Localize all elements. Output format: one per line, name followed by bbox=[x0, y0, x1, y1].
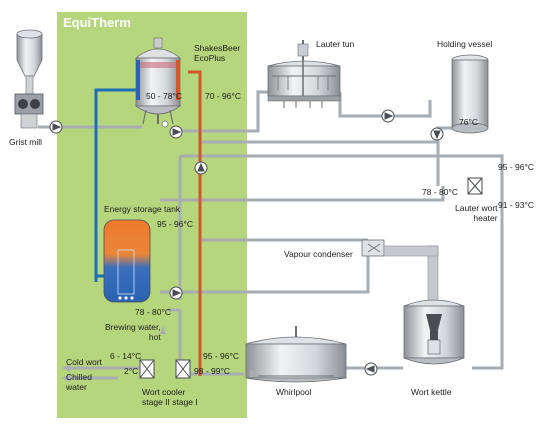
shakesbeer-label: ShakesBeer EcoPlus bbox=[194, 43, 241, 63]
pump-icon bbox=[430, 127, 444, 141]
temp-78-80-left-label: 78 - 80°C bbox=[135, 307, 172, 317]
pipes-red bbox=[188, 70, 202, 376]
cold-wort-label: Cold wort bbox=[66, 357, 102, 367]
pump-icon bbox=[49, 120, 63, 134]
temp-98-99-label: 98 - 99°C bbox=[194, 366, 231, 376]
lauter-tun bbox=[267, 40, 341, 108]
pump-icon bbox=[169, 125, 183, 139]
energy-storage-tank bbox=[103, 219, 151, 303]
brewing-water-hot-label: Brewing water, hot bbox=[105, 322, 161, 342]
pump-icon bbox=[381, 109, 395, 123]
grist-mill bbox=[14, 29, 44, 129]
temp-95-96-right-label: 95 - 96°C bbox=[498, 162, 535, 172]
lauter-wort-heater-icon bbox=[467, 177, 483, 195]
lauter-wort-heater-label: Lauter wort heater bbox=[455, 203, 498, 223]
temp-2-label: 2°C bbox=[124, 366, 139, 376]
pump-icon bbox=[364, 362, 378, 376]
holding-temp-label: 76°C bbox=[459, 117, 478, 127]
whirlpool-label: Whirlpool bbox=[276, 387, 312, 397]
whirlpool-vessel bbox=[245, 326, 347, 383]
grist-mill-label: Grist mill bbox=[9, 137, 43, 147]
shakesbeer-vessel bbox=[134, 37, 182, 128]
wort-kettle-label: Wort kettle bbox=[411, 387, 452, 397]
flow-arrow-icon bbox=[62, 326, 258, 382]
wort-cooler-label: Wort cooler stage II stage I bbox=[142, 387, 198, 407]
panel-title: EquiTherm bbox=[63, 15, 131, 30]
tank-temp-label: 95 - 96°C bbox=[157, 219, 194, 229]
vapour-condenser-label: Vapour condenser bbox=[284, 249, 353, 259]
pipes-blue bbox=[94, 88, 140, 282]
holding-vessel bbox=[451, 54, 489, 134]
temp-91-93-label: 91 - 93°C bbox=[498, 200, 535, 210]
energy-storage-tank-label: Energy storage tank bbox=[104, 204, 181, 214]
lauter-tun-label: Lauter tun bbox=[316, 39, 355, 49]
temp-78-80-right-label: 78 - 80°C bbox=[422, 187, 459, 197]
wort-kettle bbox=[403, 299, 465, 365]
pump-icon bbox=[194, 161, 208, 175]
holding-vessel-label: Holding vessel bbox=[437, 39, 493, 49]
temp-70-96-label: 70 - 96°C bbox=[205, 91, 242, 101]
wort-cooler-stage1-icon bbox=[175, 359, 191, 379]
temp-6-14-label: 6 - 14°C bbox=[110, 351, 142, 361]
chilled-water-label: Chilled water bbox=[66, 372, 92, 392]
pump-icon bbox=[169, 286, 183, 300]
vapour-condenser bbox=[361, 239, 439, 305]
wort-cooler-stage2-icon bbox=[139, 359, 155, 379]
vessel-temp-label: 50 - 78°C bbox=[146, 91, 183, 101]
temp-95-96-bottom-label: 95 - 96°C bbox=[203, 351, 240, 361]
